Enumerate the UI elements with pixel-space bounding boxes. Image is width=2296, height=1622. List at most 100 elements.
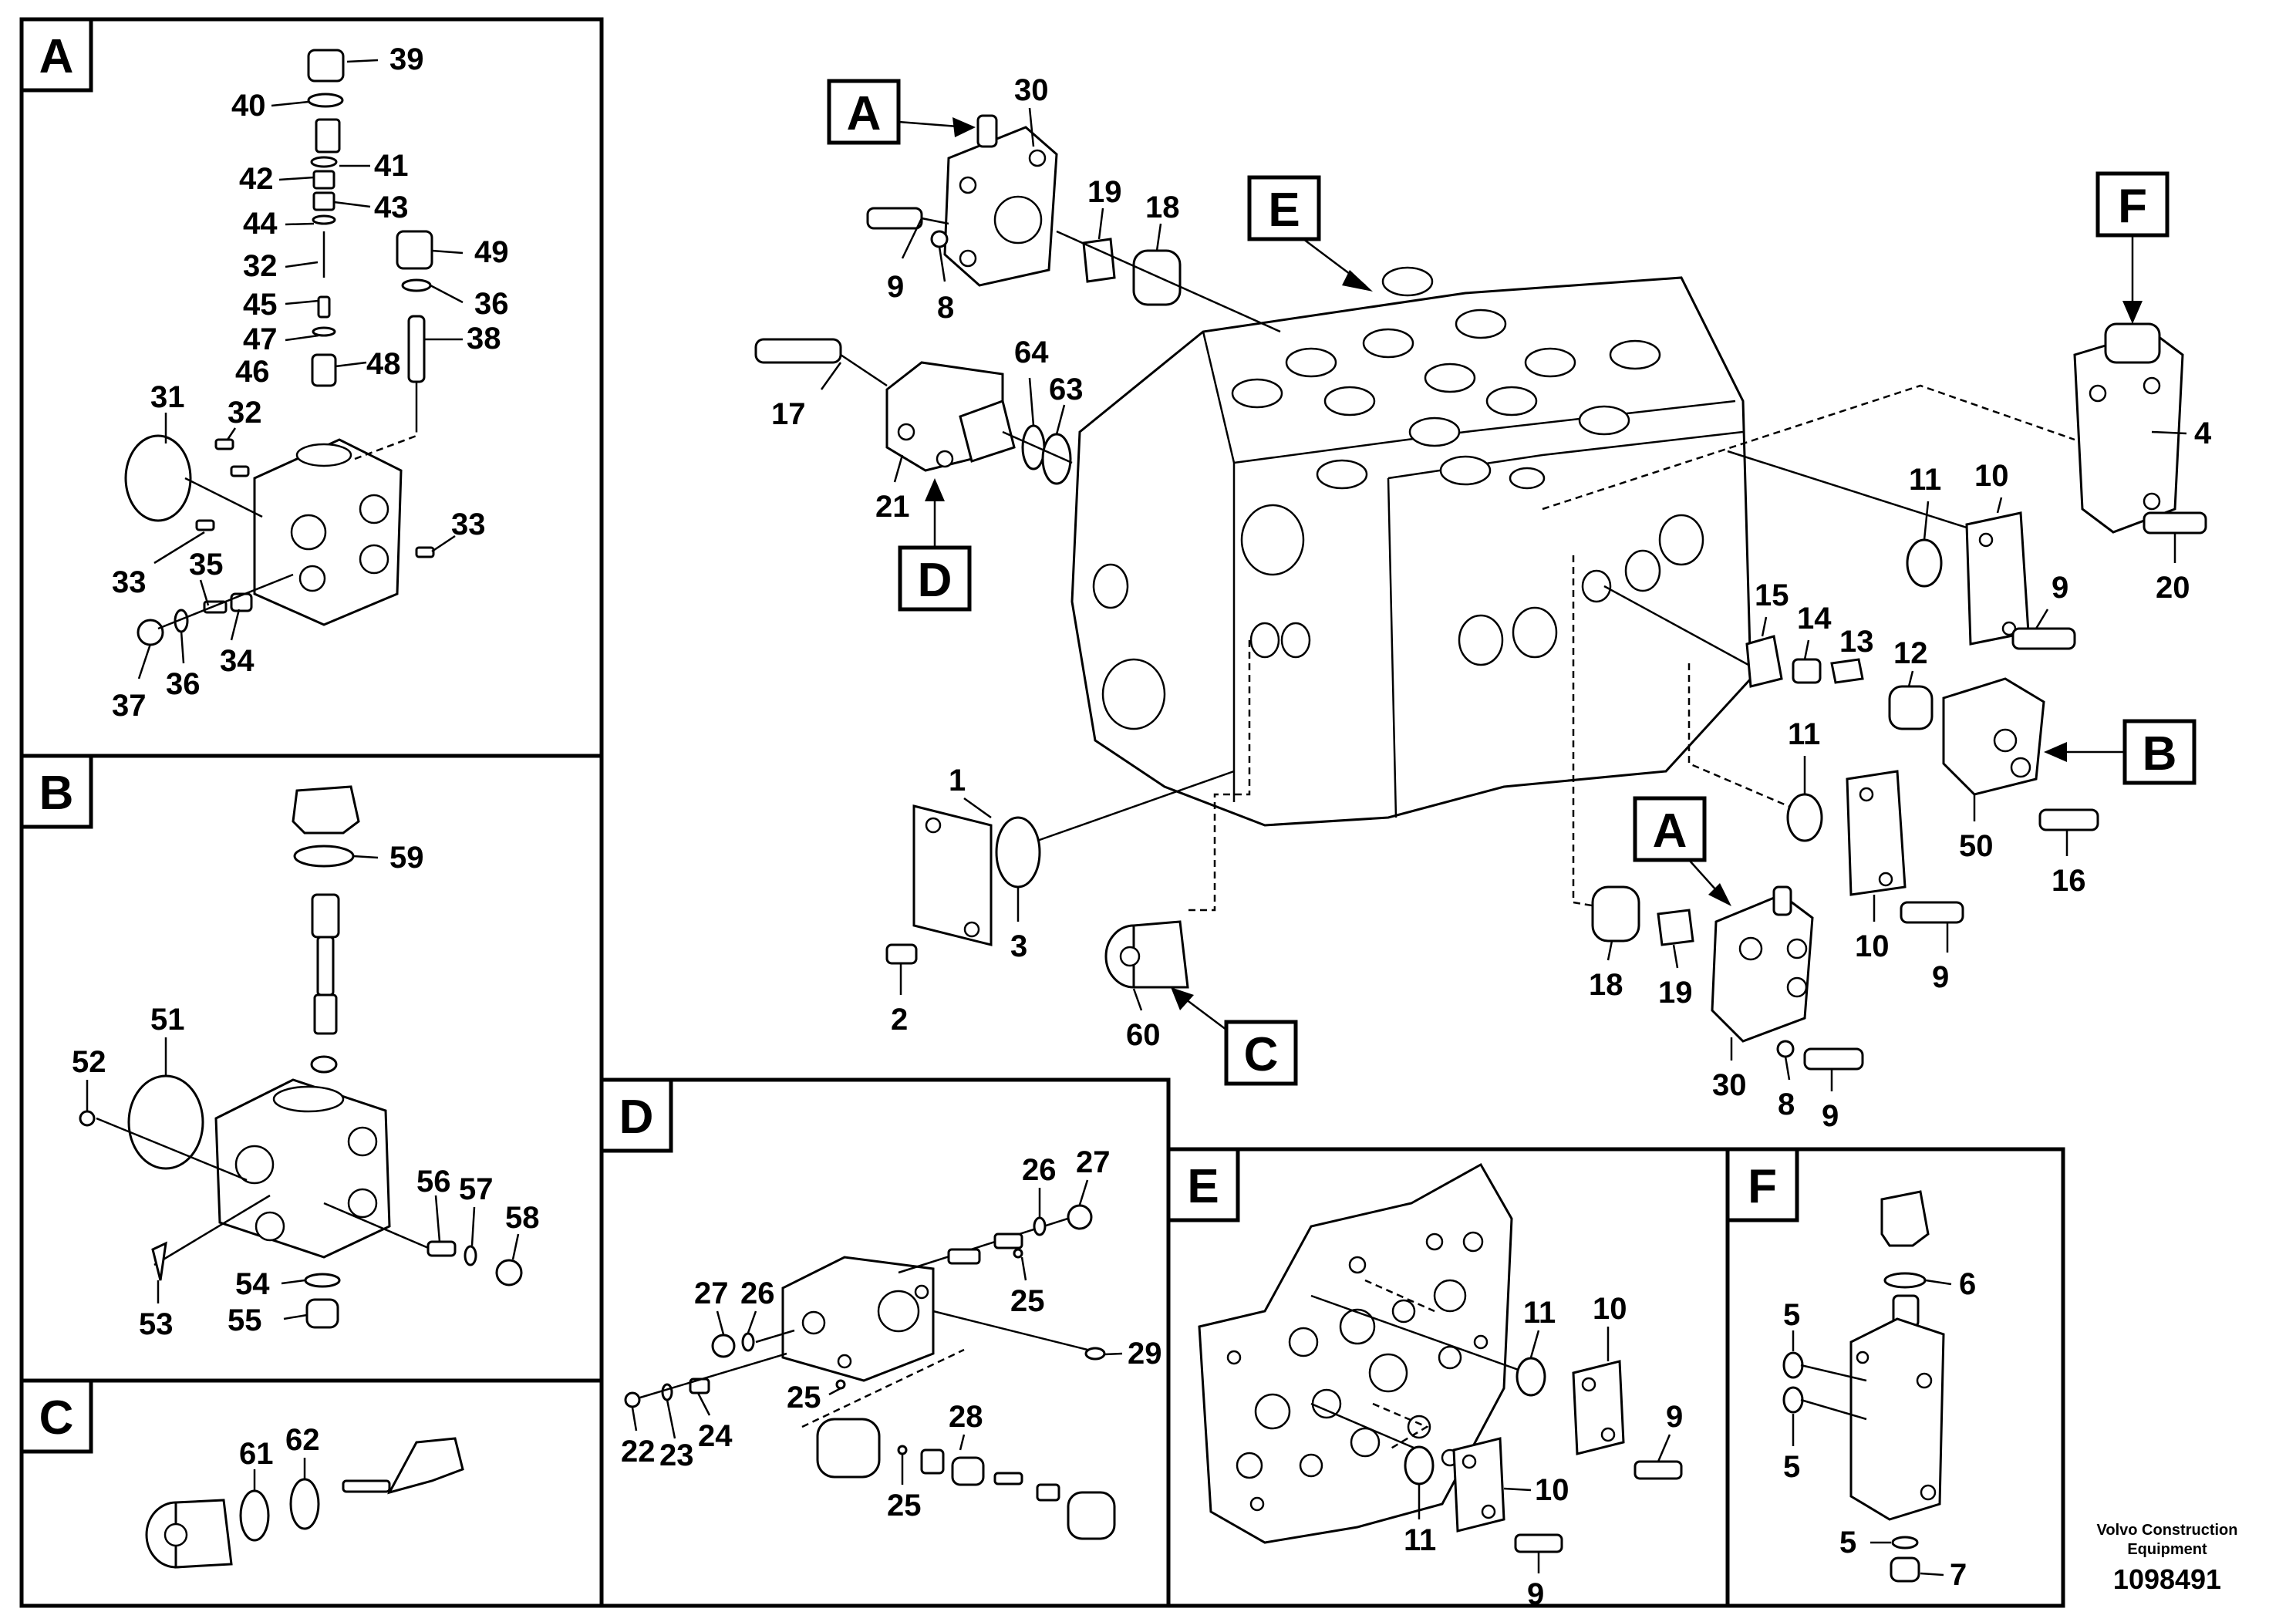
oring-64 <box>1021 424 1046 470</box>
panel-d-spool <box>993 1233 1023 1249</box>
bolt-20 <box>2143 511 2207 534</box>
panel-d-oring-29 <box>1084 1347 1106 1361</box>
callout-49: 49 <box>474 235 509 269</box>
callout-27-a: 27 <box>1076 1145 1111 1179</box>
panel-a-relief-valve-stack <box>307 49 345 387</box>
bolt-9-right <box>2011 627 2076 650</box>
callout-26-a: 26 <box>1022 1153 1057 1187</box>
bolt-16 <box>2038 808 2099 831</box>
panel-e-dashed-top <box>1364 1279 1435 1313</box>
panel-f-valve-stack <box>1880 1190 1930 1328</box>
cover-10-top <box>1965 511 2030 646</box>
svg-text:C: C <box>1244 1028 1279 1081</box>
callout-64: 64 <box>1014 336 1049 369</box>
panel-b-washer-57 <box>464 1245 477 1266</box>
detail-label-b: B <box>2044 719 2197 785</box>
callout-28: 28 <box>949 1400 983 1434</box>
detail-label-a-top: A <box>827 79 976 145</box>
panel-f-label: F <box>1725 1147 1799 1222</box>
plug-12 <box>1888 685 1934 730</box>
svg-text:A: A <box>39 30 74 83</box>
callout-46: 46 <box>235 355 270 389</box>
callout-9-top: 9 <box>887 270 904 304</box>
callout-6: 6 <box>1959 1267 1976 1301</box>
panel-d-spring-25 <box>947 1248 981 1265</box>
callout-42: 42 <box>239 162 274 196</box>
panel-f-frame <box>1725 1147 2065 1608</box>
callout-33-a: 33 <box>112 565 147 599</box>
assembly-axis-1 <box>1037 770 1235 842</box>
section-block-50 <box>1942 677 2045 796</box>
callout-5-b: 5 <box>1783 1450 1800 1484</box>
callout-62: 62 <box>285 1423 320 1457</box>
callout-56: 56 <box>416 1165 451 1199</box>
panel-b-valve-stack <box>292 785 360 1074</box>
callout-13: 13 <box>1839 625 1874 659</box>
panel-b-axis-56 <box>323 1202 433 1251</box>
callout-61: 61 <box>239 1437 274 1471</box>
callout-7: 7 <box>1950 1558 1967 1592</box>
panel-d-ball-25 <box>1013 1248 1023 1259</box>
detail-label-e: E <box>1247 175 1373 292</box>
panel-d-washer-26-left <box>741 1332 755 1352</box>
oring-63 <box>1041 433 1072 485</box>
callout-10-top: 10 <box>1974 459 2009 493</box>
callout-11-e-top: 11 <box>1523 1296 1556 1330</box>
panel-f-oring-5a <box>1782 1351 1804 1379</box>
callout-58: 58 <box>505 1201 540 1235</box>
panel-d-plug-27 <box>1067 1204 1093 1230</box>
panel-e-dashed-bottom <box>1372 1402 1429 1452</box>
assembly-axis-15 <box>1603 585 1775 680</box>
bolt-9-mid <box>1900 901 1964 924</box>
spring-19-top <box>1082 238 1116 283</box>
panel-b-plug-58 <box>495 1259 523 1286</box>
panel-e-valve-face <box>1198 1162 1513 1544</box>
oring-11-mid <box>1786 793 1823 842</box>
leader-dashed-11 <box>1687 663 1798 811</box>
plug-18-bottom <box>1591 885 1640 943</box>
callout-23: 23 <box>659 1438 694 1472</box>
callout-11-mid: 11 <box>1788 717 1820 751</box>
callout-51: 51 <box>150 1003 185 1037</box>
panel-e-axis-11-bottom <box>1310 1402 1420 1452</box>
callout-14: 14 <box>1797 602 1832 636</box>
svg-text:A: A <box>847 87 882 140</box>
callout-48: 48 <box>366 347 401 381</box>
callout-4: 4 <box>2194 416 2212 450</box>
svg-text:B: B <box>2143 727 2177 781</box>
panel-c-check-valve <box>145 1437 464 1569</box>
panel-a-pin-32a <box>214 438 234 450</box>
spring-19-bottom <box>1657 909 1694 946</box>
spool-14 <box>1792 658 1822 684</box>
panel-b-oring-54 <box>304 1273 341 1288</box>
callout-11-top: 11 <box>1909 463 1941 497</box>
callout-59: 59 <box>389 841 424 875</box>
callout-numbers: 39 40 41 42 43 44 32 45 47 46 48 49 36 3… <box>72 42 2212 1611</box>
panel-f-axis-5a <box>1800 1364 1867 1382</box>
callout-9-right: 9 <box>2052 571 2068 605</box>
svg-text:D: D <box>619 1091 654 1144</box>
section-block-30-top <box>943 114 1058 287</box>
panel-b-oring-51 <box>127 1074 204 1170</box>
panel-d-axis-29 <box>932 1310 1088 1351</box>
svg-text:F: F <box>1748 1160 1777 1213</box>
callout-55: 55 <box>228 1303 262 1337</box>
detail-label-d: D <box>898 478 972 612</box>
bolt-2 <box>885 943 918 965</box>
plug-18-top <box>1132 249 1182 306</box>
callout-20: 20 <box>2156 571 2190 605</box>
callout-30-bottom: 30 <box>1712 1068 1747 1102</box>
callout-29: 29 <box>1128 1337 1162 1371</box>
callout-9-e-bottom: 9 <box>1527 1577 1544 1611</box>
svg-text:E: E <box>1268 184 1300 237</box>
panel-a-valve-block <box>253 432 418 626</box>
panel-e-oring-11-bottom <box>1404 1445 1435 1485</box>
panel-a-frame <box>19 17 604 758</box>
callout-10-e-bottom: 10 <box>1535 1473 1569 1507</box>
oring-3 <box>995 816 1041 889</box>
callout-32-a: 32 <box>243 249 278 283</box>
panel-a-label: A <box>19 17 93 93</box>
panel-d-plug-27-left <box>711 1334 736 1358</box>
assembly-axis-11-top <box>1727 450 2006 541</box>
panel-e-oring-11-top <box>1515 1357 1546 1397</box>
